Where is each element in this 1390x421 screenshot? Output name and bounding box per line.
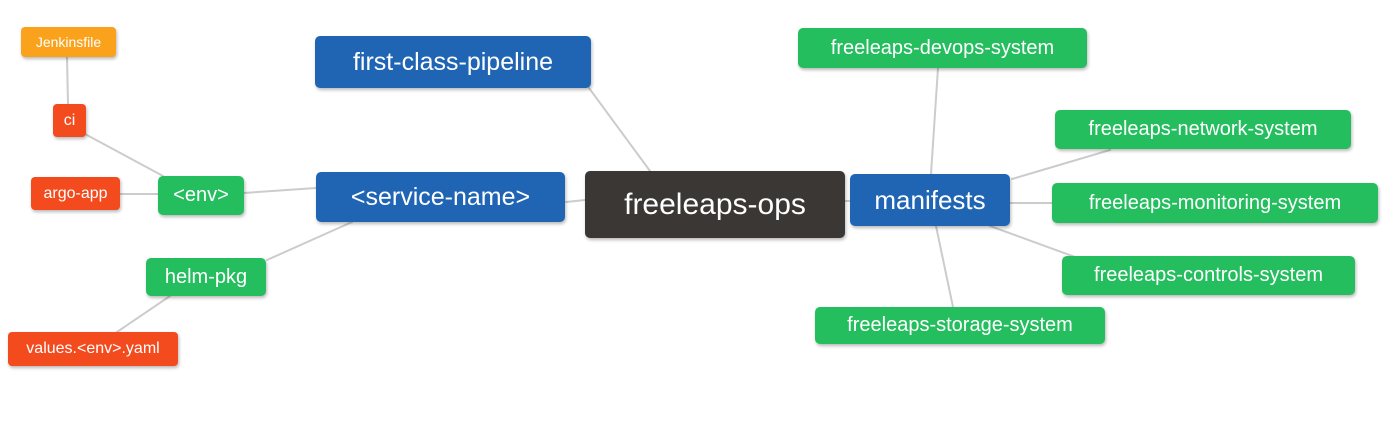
edge-env-service-name bbox=[243, 187, 317, 194]
node-freeleaps-monitoring-system[interactable]: freeleaps-monitoring-system bbox=[1052, 183, 1378, 223]
node-root-freeleaps-ops[interactable]: freeleaps-ops bbox=[585, 171, 845, 238]
edge-manifests-storage bbox=[935, 225, 954, 308]
node-env[interactable]: <env> bbox=[158, 176, 244, 215]
node-first-class-pipeline[interactable]: first-class-pipeline bbox=[315, 36, 591, 88]
node-jenkinsfile[interactable]: Jenkinsfile bbox=[21, 27, 116, 57]
edge-service-name-root bbox=[565, 199, 586, 203]
node-freeleaps-controls-system[interactable]: freeleaps-controls-system bbox=[1062, 256, 1355, 295]
edge-manifests-controls bbox=[989, 225, 1076, 258]
node-freeleaps-storage-system[interactable]: freeleaps-storage-system bbox=[815, 307, 1105, 344]
node-helm-pkg[interactable]: helm-pkg bbox=[146, 258, 266, 296]
edge-manifests-devops bbox=[930, 67, 939, 175]
edge-helm-pkg-service-name bbox=[266, 221, 353, 261]
node-service-name[interactable]: <service-name> bbox=[316, 172, 565, 222]
edge-manifests-network bbox=[1011, 149, 1111, 180]
node-ci[interactable]: ci bbox=[53, 104, 86, 137]
edge-values-helm-pkg bbox=[116, 295, 171, 333]
node-freeleaps-network-system[interactable]: freeleaps-network-system bbox=[1055, 110, 1351, 149]
node-manifests[interactable]: manifests bbox=[850, 174, 1010, 226]
node-values-env-yaml[interactable]: values.<env>.yaml bbox=[8, 332, 178, 366]
edge-pipeline-root bbox=[588, 87, 651, 172]
node-freeleaps-devops-system[interactable]: freeleaps-devops-system bbox=[798, 28, 1087, 68]
edge-jenkinsfile-ci bbox=[66, 56, 69, 105]
node-argo-app[interactable]: argo-app bbox=[31, 177, 120, 210]
edge-ci-env bbox=[84, 133, 164, 177]
